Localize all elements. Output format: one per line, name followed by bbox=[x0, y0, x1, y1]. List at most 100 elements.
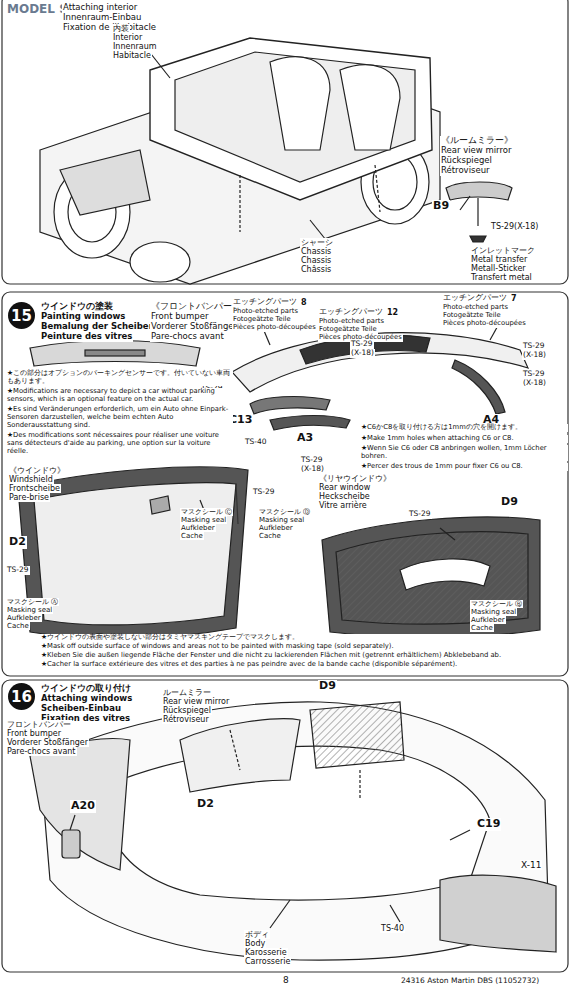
label-text: Vitre arrière bbox=[318, 501, 368, 510]
label-text: マスクシール Ⓓ bbox=[258, 508, 311, 516]
step-number: 16 bbox=[11, 688, 32, 706]
label-text: Front bumper bbox=[6, 729, 62, 738]
label-text: TS-29 bbox=[6, 566, 30, 575]
label-text: ボディ bbox=[244, 930, 270, 939]
label-text: Photo-etched parts bbox=[318, 318, 385, 326]
label-text: (X-18) bbox=[522, 379, 547, 388]
label-text: Cache bbox=[470, 624, 494, 632]
label-text: Masking seal bbox=[470, 608, 517, 616]
label-text: 8 bbox=[300, 298, 308, 307]
label-text: D9 bbox=[500, 496, 519, 509]
label-text: Interior bbox=[112, 33, 143, 42]
label-text: ★Percer des trous de 1mm pour fixer C6 o… bbox=[360, 463, 568, 471]
label-text: Frontscheibe bbox=[8, 484, 61, 493]
label-text: ★Mask off outside surface of windows and… bbox=[40, 643, 562, 651]
label-text: C19 bbox=[476, 818, 501, 831]
label-text: マスクシール Ⓐ bbox=[6, 598, 59, 606]
label-text: Bemalung der Scheiben bbox=[40, 322, 156, 332]
label-text: Habitacle bbox=[112, 51, 152, 60]
label-text: ★Modifications are necessary to depict a… bbox=[6, 388, 233, 404]
label-text: フロントバンパー bbox=[6, 720, 72, 729]
label-text: ルームミラー bbox=[162, 688, 212, 697]
label-text: Karosserie bbox=[244, 948, 288, 957]
label-text: 7 bbox=[510, 294, 518, 303]
label-text: Attaching interior bbox=[62, 3, 138, 13]
label-text: TS-29 bbox=[408, 510, 432, 519]
label-text: TS-29 bbox=[350, 340, 374, 349]
label-text: ★C6かC8を取り付ける方は1mmの穴を開けます。 bbox=[360, 424, 568, 432]
label-text: Scheiben-Einbau bbox=[40, 704, 122, 714]
label-text: 《ルームミラー》 bbox=[440, 136, 514, 146]
label-text: Chassis bbox=[300, 256, 332, 265]
label-text: Cache bbox=[180, 532, 204, 540]
label-text: Metall-Sticker bbox=[470, 264, 527, 273]
label-text: Rear view mirror bbox=[162, 697, 230, 706]
label-text: TS-29 bbox=[252, 488, 276, 497]
label-text: Windshield bbox=[8, 475, 54, 484]
label-text: Photo-etched parts bbox=[232, 308, 299, 316]
label-text: B9 bbox=[432, 200, 450, 213]
label-text: Carrosserie bbox=[244, 957, 291, 966]
label-text: (X-18) bbox=[300, 465, 325, 474]
label-text: マスクシール Ⓒ bbox=[180, 508, 233, 516]
label-text: Pièces photo-découpées bbox=[232, 324, 317, 332]
label-text: Chassis bbox=[300, 247, 332, 256]
label-text: Châssis bbox=[300, 265, 332, 274]
label-text: Transfert metal bbox=[470, 273, 533, 282]
label-text: エッチングパーツ bbox=[232, 298, 298, 307]
label-text: D2 bbox=[196, 798, 215, 811]
label-text: TS-29 bbox=[522, 342, 546, 351]
label-text: D9 bbox=[318, 680, 337, 693]
label-text: インレットマーク bbox=[470, 246, 536, 255]
label-text: Peinture des vitres bbox=[40, 332, 133, 342]
label-text: Innenraum bbox=[112, 42, 158, 51]
label-text: (X-18) bbox=[522, 351, 547, 360]
label-text: 《フロントバンパー》 bbox=[150, 302, 242, 312]
label-text: Masking seal bbox=[180, 516, 227, 524]
label-text: Painting windows bbox=[40, 312, 126, 322]
label-text: Rétroviseur bbox=[162, 715, 210, 724]
label-text: X-11 bbox=[520, 860, 542, 870]
label-text: Aufkleber bbox=[180, 524, 216, 532]
label-text: Masking seal bbox=[258, 516, 305, 524]
label-text: A20 bbox=[70, 800, 96, 813]
label-text: ★Make 1mm holes when attaching C6 or C8. bbox=[360, 435, 568, 443]
label-text: Rétroviseur bbox=[440, 166, 491, 176]
label-text: Masking seal bbox=[6, 606, 53, 614]
label-text: TS-40 bbox=[380, 924, 405, 933]
label-text: Metal transfer bbox=[470, 255, 528, 264]
label-text: マスクシール Ⓑ bbox=[470, 600, 523, 608]
label-text: D2 bbox=[8, 536, 27, 549]
label-text: Photo-etched parts bbox=[442, 304, 509, 312]
label-text: Heckscheibe bbox=[318, 492, 371, 501]
label-text: Fotogeätzte Teile bbox=[318, 326, 378, 334]
label-text: ★Cacher la surface extérieure des vitres… bbox=[40, 661, 562, 669]
label-text: (X-18) bbox=[350, 349, 375, 358]
label-text: 内装 bbox=[112, 24, 130, 33]
label-text: Rückspiegel bbox=[162, 706, 212, 715]
label-text: Vorderer Stoßfänger bbox=[6, 738, 89, 747]
label-text: TS-29(X-18) bbox=[490, 222, 539, 231]
label-text: Rear window bbox=[318, 483, 371, 492]
label-text: Attaching windows bbox=[40, 694, 133, 704]
label-text: Rear view mirror bbox=[440, 146, 512, 156]
label-text: Front bumper bbox=[150, 312, 209, 322]
label-text: 24316 Aston Martin DBS (11052732) bbox=[400, 977, 540, 986]
label-text: Innenraum-Einbau bbox=[62, 13, 142, 23]
label-text: Pare-chocs avant bbox=[150, 332, 225, 342]
step-number-circle: 16 bbox=[8, 683, 35, 710]
label-text: Body bbox=[244, 939, 266, 948]
label-text: ★Es sind Veränderungen erforderlich, um … bbox=[6, 406, 233, 429]
label-text: A3 bbox=[296, 432, 314, 445]
step-number-circle: 15 bbox=[8, 302, 35, 329]
label-text: ウインドウの取り付け bbox=[40, 684, 132, 694]
label-text: Fotogeätzte Teile bbox=[442, 312, 502, 320]
label-text: Pièces photo-découpées bbox=[442, 320, 527, 328]
label-text: 12 bbox=[386, 308, 399, 317]
label-text: ★Wenn Sie C6 oder C8 anbringen wollen, 1… bbox=[360, 445, 568, 461]
label-text: ★Des modifications sont nécessaires pour… bbox=[6, 432, 233, 455]
label-text: Aufkleber bbox=[6, 614, 42, 622]
step-number: 15 bbox=[11, 307, 32, 325]
label-text: Fotogeätzte Teile bbox=[232, 316, 292, 324]
label-text: ★この部分はオプションのパーキングセンサーです。付いていない車両もあります。 bbox=[6, 370, 233, 386]
